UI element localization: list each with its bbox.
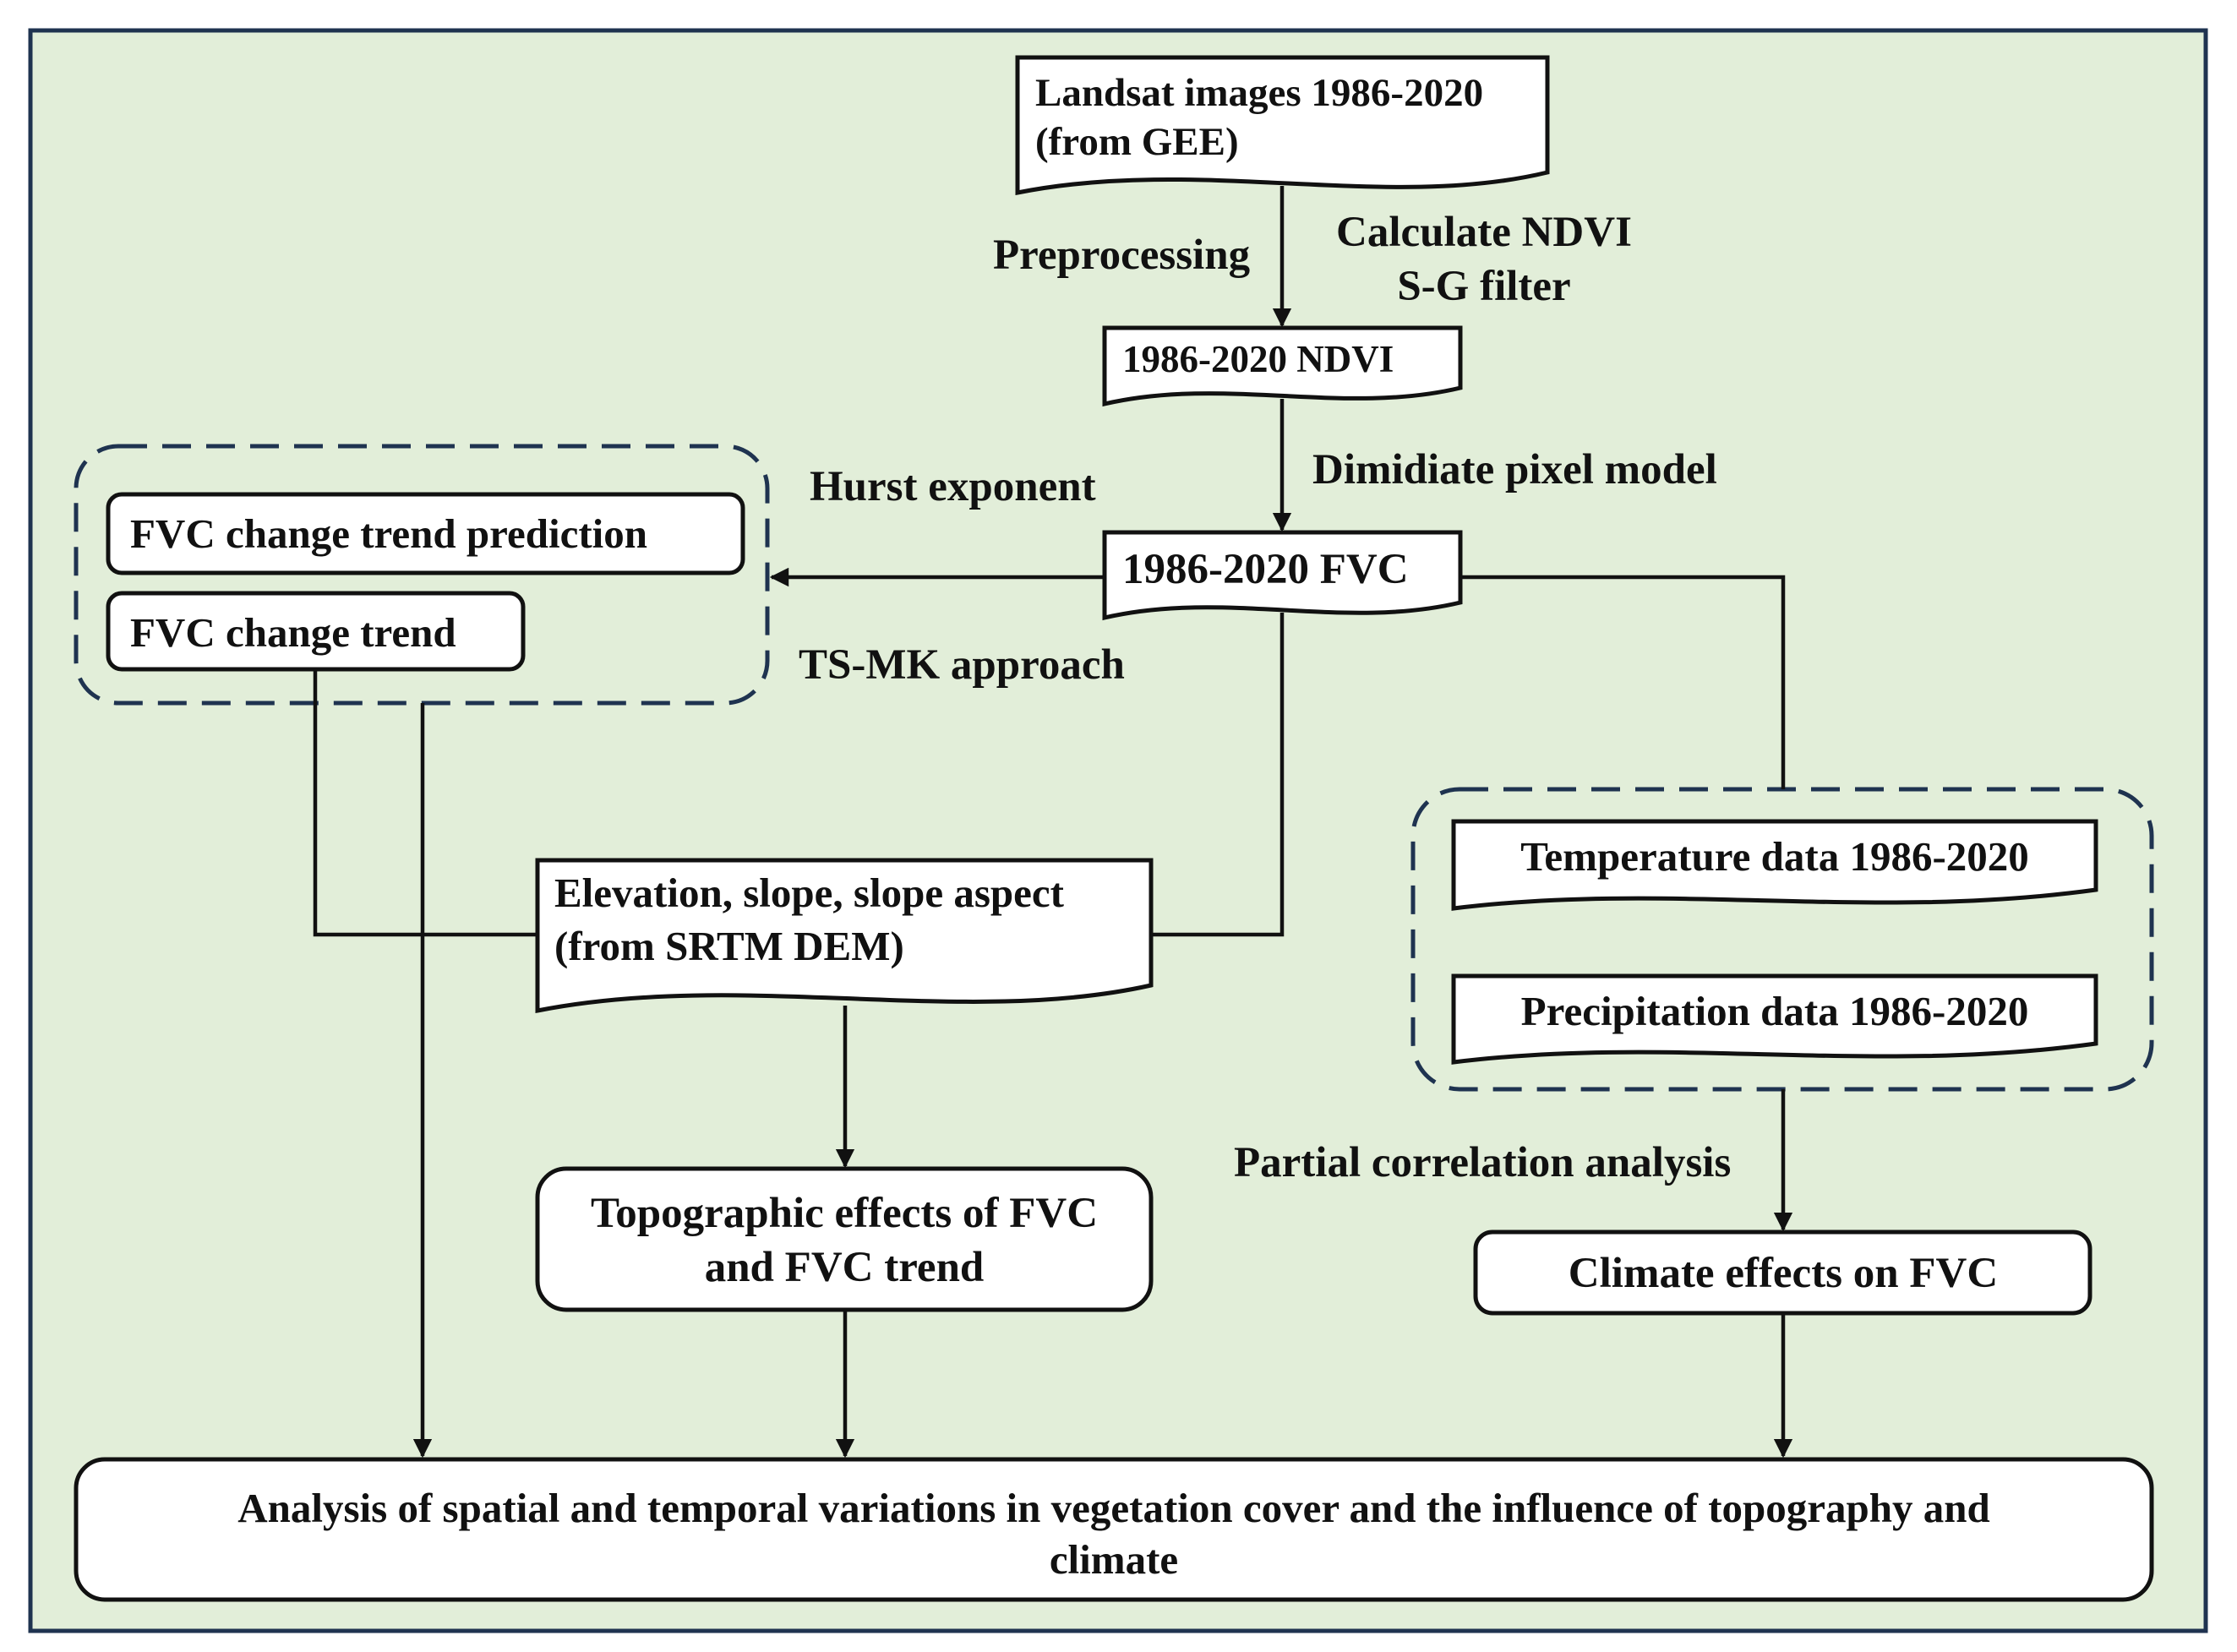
landsat-label-line2: (from GEE) <box>1035 120 1239 164</box>
tsmk-label: TS-MK approach <box>799 641 1125 689</box>
precipitation-box <box>1451 973 2098 1065</box>
topographic-effects-label-line1: Topographic effects of FVC <box>591 1190 1098 1237</box>
analysis-box <box>74 1457 2154 1602</box>
landsat-label-line1: Landsat images 1986-2020 <box>1035 71 1483 115</box>
dem-label-line1: Elevation, slope, slope aspect <box>554 870 1065 916</box>
analysis-label-line2: climate <box>1050 1536 1178 1583</box>
change-trend-label: FVC change trend <box>130 609 456 656</box>
climate-effects-label: Climate effects on FVC <box>1569 1250 1998 1297</box>
ndvi-label: 1986-2020 NDVI <box>1122 338 1394 380</box>
temperature-label: Temperature data 1986-2020 <box>1520 833 2029 880</box>
hurst-label: Hurst exponent <box>810 463 1096 510</box>
trend-prediction-box <box>106 492 745 575</box>
change-trend-box <box>106 591 526 672</box>
dem-box <box>535 858 1154 1014</box>
landsat-box <box>1015 55 1550 196</box>
calc-ndvi-label-line1: Calculate NDVI <box>1336 209 1632 256</box>
ndvi-box <box>1102 325 1463 407</box>
preprocessing-label: Preprocessing <box>993 232 1250 279</box>
trend-prediction-label: FVC change trend prediction <box>130 510 647 557</box>
fvc-label: 1986-2020 FVC <box>1122 546 1409 593</box>
calc-ndvi-label-line2: S-G filter <box>1397 263 1570 310</box>
analysis-label-line1: Analysis of spatial and temporal variati… <box>237 1485 1990 1531</box>
dem-label-line2: (from SRTM DEM) <box>554 923 904 969</box>
dimidiate-label: Dimidiate pixel model <box>1312 446 1717 493</box>
partial-corr-label: Partial correlation analysis <box>1234 1139 1731 1186</box>
climate-effects-box <box>1473 1229 2092 1316</box>
topographic-effects-label-line2: and FVC trend <box>705 1244 985 1291</box>
precipitation-label: Precipitation data 1986-2020 <box>1521 988 2029 1034</box>
line-fvc-to-dem <box>1151 613 1285 937</box>
line-fvc-to-climate-group <box>1460 575 1786 789</box>
temperature-box <box>1451 819 2098 911</box>
fvc-box <box>1102 530 1463 621</box>
connectors <box>313 186 1793 1458</box>
line-trend-to-dem <box>313 669 537 937</box>
topographic-effects-box <box>535 1166 1154 1312</box>
